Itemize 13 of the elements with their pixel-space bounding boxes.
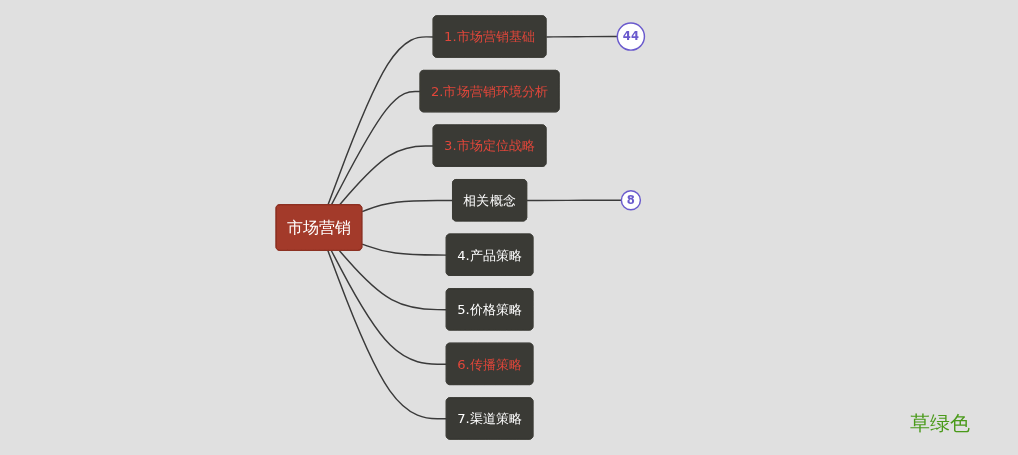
connector (361, 199, 454, 213)
connector (338, 145, 434, 206)
connector (526, 199, 622, 202)
connector (330, 250, 448, 365)
connector (361, 243, 448, 256)
connector (338, 250, 448, 311)
connector (327, 36, 434, 206)
connector (327, 250, 448, 420)
connector (545, 35, 618, 38)
node-circle: 8 (620, 190, 641, 211)
theme-note: 草绿色 (910, 411, 970, 435)
node-circle: 44 (616, 22, 645, 51)
connector (330, 90, 421, 206)
